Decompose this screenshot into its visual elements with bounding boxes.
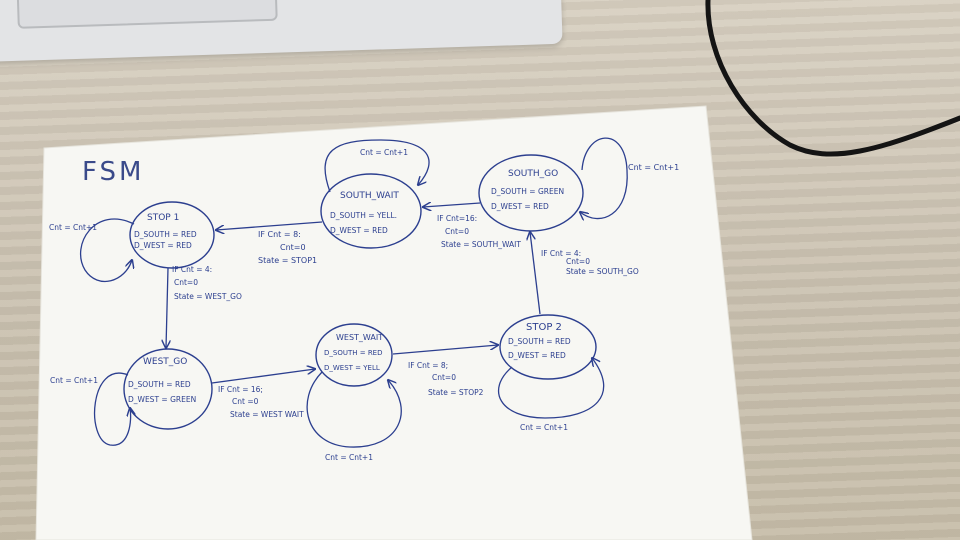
transition-label: IF Cnt = 8:	[258, 230, 301, 239]
state-stop1: STOP 1 D_SOUTH = RED D_WEST = RED	[129, 201, 215, 269]
state-line: D_SOUTH = RED	[508, 337, 571, 346]
state-line: D_SOUTH = YELL.	[330, 211, 397, 220]
transition-label: Cnt=0	[432, 373, 456, 382]
state-line: D_WEST = RED	[508, 351, 566, 360]
loop-label: Cnt = Cnt+1	[628, 163, 679, 172]
state-name: SOUTH_GO	[508, 169, 558, 179]
loop-label: Cnt = Cnt+1	[50, 376, 98, 385]
transition-label: IF Cnt = 8;	[408, 361, 448, 370]
transition-label: IF Cnt = 4:	[172, 265, 212, 274]
state-name: WEST_GO	[143, 357, 187, 367]
transition-stop1-to-west-go: IF Cnt = 4: Cnt=0 State = WEST_GO	[166, 265, 242, 348]
state-line: D_WEST = RED	[330, 226, 388, 235]
transition-label: IF Cnt = 16;	[218, 385, 263, 394]
self-loop-south-go: Cnt = Cnt+1	[580, 137, 679, 218]
transition-south-go-to-south-wait: IF Cnt=16: Cnt=0 State = SOUTH_WAIT	[423, 203, 521, 249]
state-line: D_WEST = RED	[134, 241, 192, 250]
self-loop-stop2: Cnt = Cnt+1	[497, 358, 605, 432]
self-loop-stop1: Cnt = Cnt+1	[49, 218, 134, 282]
transition-label: Cnt=0	[280, 243, 306, 252]
transition-label: State = WEST WAIT	[230, 410, 304, 419]
transition-label: Cnt=0	[445, 227, 469, 236]
loop-label: Cnt = Cnt+1	[360, 148, 408, 157]
state-line: D_SOUTH = GREEN	[491, 187, 564, 196]
state-name: STOP 1	[147, 213, 179, 223]
state-name: SOUTH_WAIT	[340, 191, 399, 201]
state-line: D_WEST = GREEN	[128, 395, 196, 404]
transition-label: Cnt=0	[174, 278, 198, 287]
state-line: D_SOUTH = RED	[134, 230, 197, 239]
self-loop-west-go: Cnt = Cnt+1	[50, 372, 131, 446]
loop-label: Cnt = Cnt+1	[325, 453, 373, 462]
transition-label: State = STOP2	[428, 388, 484, 397]
diagram-title: FSM	[82, 157, 144, 187]
transition-label: State = SOUTH_GO	[566, 267, 639, 276]
loop-label: Cnt = Cnt+1	[49, 223, 97, 232]
transition-stop2-to-south-go: IF Cnt = 4: Cnt=0 State = SOUTH_GO	[530, 232, 639, 315]
transition-label: Cnt =0	[232, 397, 259, 406]
state-line: D_SOUTH = RED	[324, 349, 383, 357]
transition-south-wait-to-stop1: IF Cnt = 8: Cnt=0 State = STOP1	[216, 221, 323, 265]
transition-label: State = WEST_GO	[174, 292, 242, 301]
state-line: D_WEST = YELL	[324, 364, 380, 372]
state-south-wait: SOUTH_WAIT D_SOUTH = YELL. D_WEST = RED	[320, 173, 422, 249]
self-loop-south-wait: Cnt = Cnt+1	[324, 139, 430, 193]
self-loop-west-wait: Cnt = Cnt+1	[306, 371, 402, 462]
transition-label: State = STOP1	[258, 256, 317, 265]
transition-label: State = SOUTH_WAIT	[441, 240, 521, 249]
transition-label: IF Cnt=16:	[437, 214, 477, 223]
state-west-wait: WEST_WAIT D_SOUTH = RED D_WEST = YELL	[315, 323, 393, 387]
transition-west-go-to-west-wait: IF Cnt = 16; Cnt =0 State = WEST WAIT	[211, 369, 315, 419]
loop-label: Cnt = Cnt+1	[520, 423, 568, 432]
state-line: D_SOUTH = RED	[128, 380, 191, 389]
transition-west-wait-to-stop2: IF Cnt = 8; Cnt=0 State = STOP2	[392, 345, 498, 397]
state-stop2: STOP 2 D_SOUTH = RED D_WEST = RED	[499, 314, 597, 380]
transition-label: IF Cnt = 4:	[541, 249, 581, 258]
state-name: WEST_WAIT	[336, 333, 383, 342]
state-name: STOP 2	[526, 322, 562, 333]
state-line: D_WEST = RED	[491, 202, 549, 211]
transition-label: Cnt=0	[566, 257, 590, 266]
